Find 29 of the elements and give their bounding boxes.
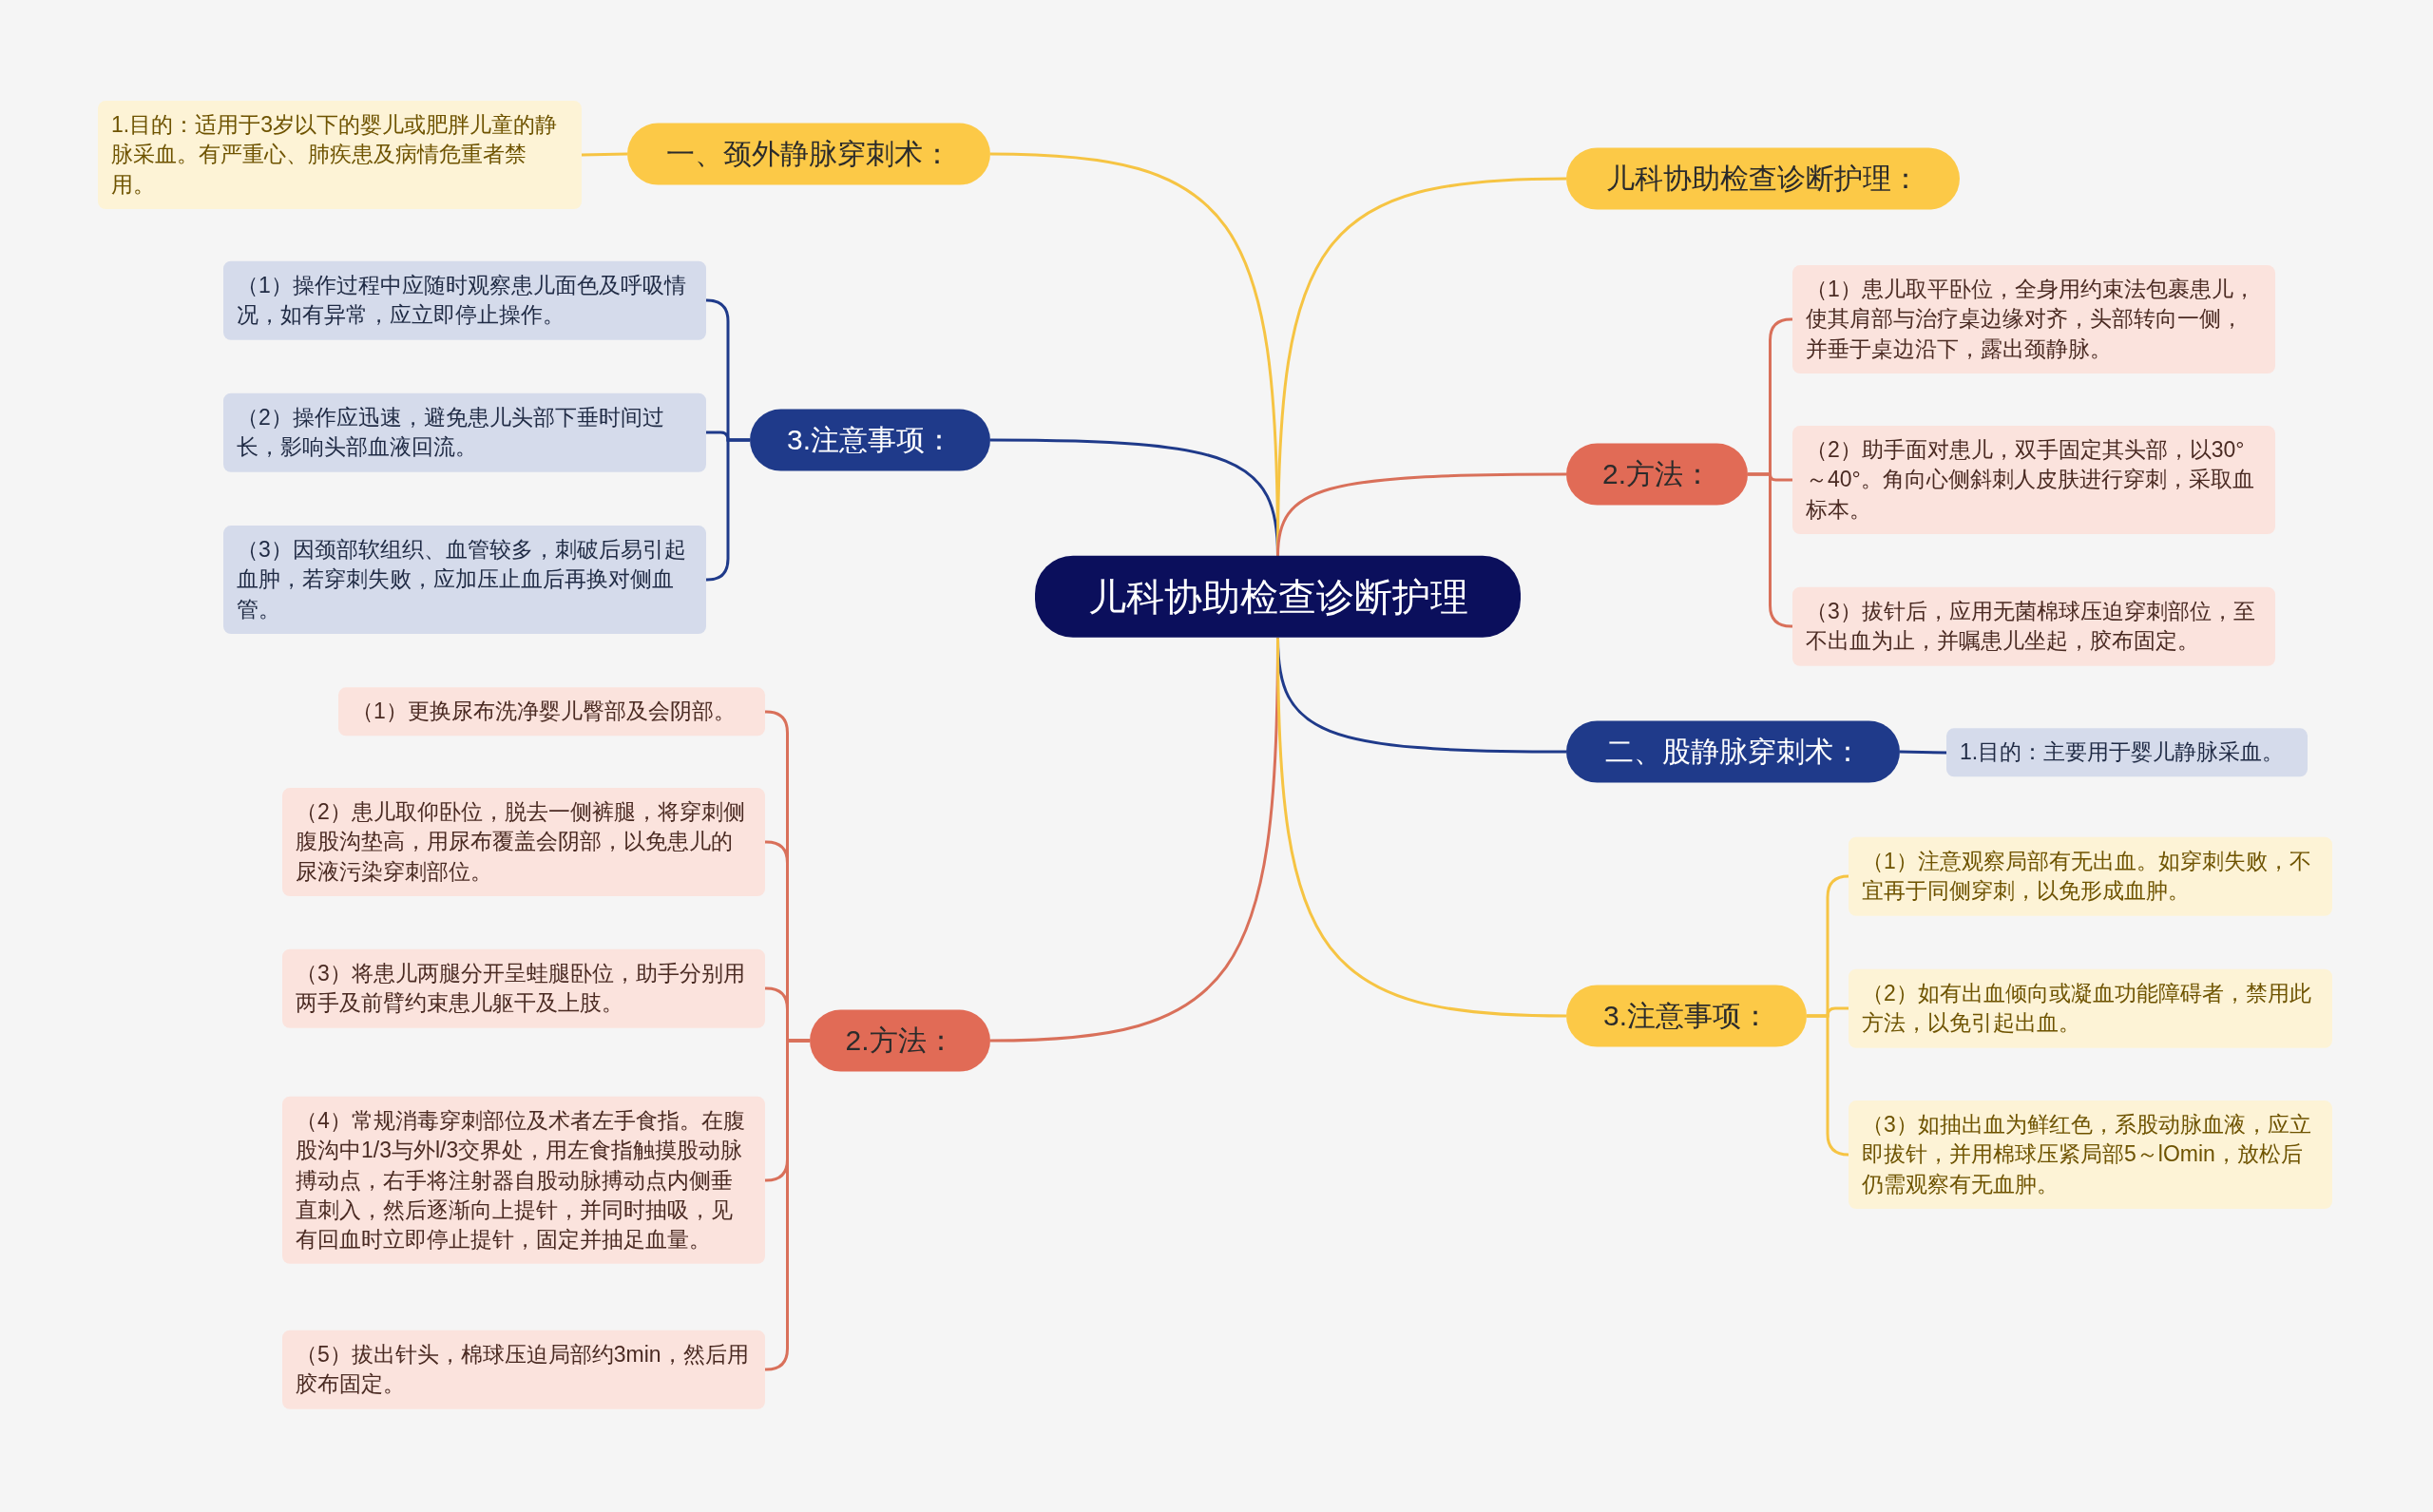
topic-pill: 3.注意事项： <box>1566 985 1807 1047</box>
note-box: 1.目的：适用于3岁以下的婴儿或肥胖儿童的静脉采血。有严重心、肺疾患及病情危重者禁用。 <box>98 101 582 209</box>
note-box: （1）注意观察局部有无出血。如穿刺失败，不宜再于同侧穿刺，以免形成血肿。 <box>1849 836 2332 916</box>
note-box: （3）将患儿两腿分开呈蛙腿卧位，助手分别用两手及前臂约束患儿躯干及上肢。 <box>282 948 765 1028</box>
topic-pill: 儿科协助检查诊断护理： <box>1566 147 1960 210</box>
note-box: （2）如有出血倾向或凝血功能障碍者，禁用此方法，以免引起出血。 <box>1849 968 2332 1048</box>
note-box: 1.目的：主要用于婴儿静脉采血。 <box>1946 728 2308 777</box>
note-box: （2）操作应迅速，避免患儿头部下垂时间过长，影响头部血液回流。 <box>223 392 706 472</box>
connector <box>1807 1014 1850 1157</box>
note-box: （2）患儿取仰卧位，脱去一侧裤腿，将穿刺侧腹股沟垫高，用尿布覆盖会阴部，以免患儿的尿液污染穿刺部位。 <box>282 788 765 896</box>
central-topic: 儿科协助检查诊断护理 <box>1035 555 1521 639</box>
note-box: （3）拔针后，应用无菌棉球压迫穿刺部位，至不出血为止，并嘱患儿坐起，胶布固定。 <box>1792 586 2275 666</box>
connector <box>1276 638 1567 1018</box>
connector <box>1276 472 1566 556</box>
topic-pill: 一、颈外静脉穿刺术： <box>627 123 990 185</box>
topic-pill: 2.方法： <box>1566 443 1748 506</box>
note-box: （5）拔出针头，棉球压迫局部约3min，然后用胶布固定。 <box>282 1330 765 1409</box>
note-box: （4）常规消毒穿刺部位及术者左手食指。在腹股沟中1/3与外l/3交界处，用左食指触摸股动脉搏动点，右手将注射器自股动脉搏动点内侧垂直刺入，然后逐渐向上提针，并同时抽吸，见有回血时立即停止提针，固定并抽足血量。 <box>282 1096 765 1265</box>
note-box: （1）更换尿布洗净婴儿臀部及会阴部。 <box>338 687 765 737</box>
note-box: （2）助手面对患儿，双手固定其头部，以30°～40°。角向心侧斜刺人皮肤进行穿刺，采取血标本。 <box>1792 426 2275 534</box>
topic-pill: 二、股静脉穿刺术： <box>1566 720 1900 783</box>
note-box: （3）因颈部软组织、血管较多，刺破后易引起血肿，若穿刺失败，应加压止血后再换对侧血管。 <box>223 526 706 634</box>
note-box: （3）如抽出血为鲜红色，系股动脉血液，应立即拔针，并用棉球压紧局部5～lOmin，放松后仍需观察有无血肿。 <box>1849 1101 2332 1209</box>
topic-pill: 2.方法： <box>810 1009 990 1072</box>
connector <box>1899 750 1947 755</box>
topic-pill: 3.注意事项： <box>750 409 990 471</box>
note-box: （1）操作过程中应随时观察患儿面色及呼吸情况，如有异常，应立即停止操作。 <box>223 260 706 340</box>
note-box: （1）患儿取平卧位，全身用约束法包裹患儿，使其肩部与治疗桌边缘对齐，头部转向一侧，并垂于桌边沿下，露出颈静脉。 <box>1792 265 2275 373</box>
connector <box>581 152 628 157</box>
